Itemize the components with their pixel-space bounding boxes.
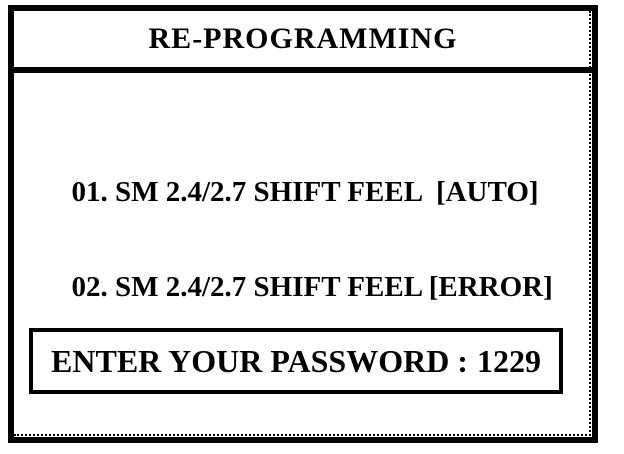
menu-item-02-shift-feel-error[interactable]: 02. SM 2.4/2.7 SHIFT FEEL [ERROR] [28,236,553,338]
menu-item-01-shift-feel-auto[interactable]: 01. SM 2.4/2.7 SHIFT FEEL [AUTO] [28,141,539,243]
password-value: 1229 [476,342,541,379]
page-title: RE-PROGRAMMING [148,22,458,55]
title-bar: RE-PROGRAMMING [14,11,592,73]
menu-item-01-label: 01. SM 2.4/2.7 SHIFT FEEL [AUTO] [71,176,539,208]
menu-item-02-label: 02. SM 2.4/2.7 SHIFT FEEL [ERROR] [71,271,553,303]
screen-frame: RE-PROGRAMMING 01. SM 2.4/2.7 SHIFT FEEL… [8,5,598,443]
password-prompt-label: ENTER YOUR PASSWORD : [51,342,468,379]
password-entry-box[interactable]: ENTER YOUR PASSWORD : 1229 [29,328,563,394]
